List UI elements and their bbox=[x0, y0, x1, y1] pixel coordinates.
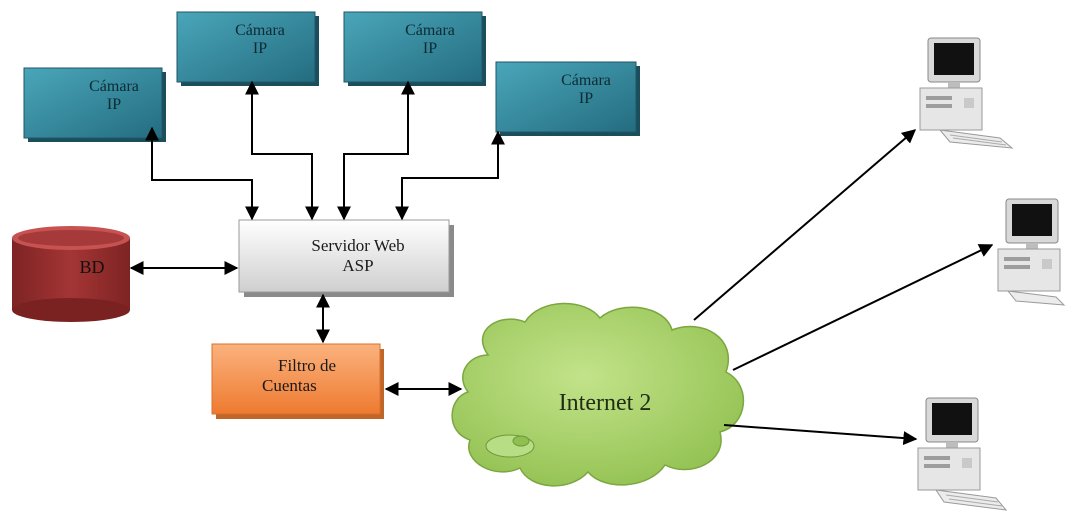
arrow-camera3-server bbox=[337, 80, 415, 221]
camera-1-label: Cámara IP bbox=[74, 78, 154, 115]
camera-4-label: Cámara IP bbox=[546, 72, 626, 109]
computer-icon bbox=[997, 198, 1066, 306]
arrow-camera1-server bbox=[145, 126, 259, 221]
database-cylinder bbox=[12, 226, 130, 322]
camera-3-label-line2: IP bbox=[422, 40, 438, 58]
camera-4 bbox=[495, 61, 640, 136]
camera-1 bbox=[23, 67, 166, 142]
camera-3-label-line1: Cámara bbox=[405, 22, 455, 39]
camera-3-label: Cámara IP bbox=[390, 22, 470, 59]
arrow-internet-computer-1 bbox=[693, 129, 917, 321]
arrow-camera2-server bbox=[245, 80, 319, 221]
camera-2-label-line1: Cámara bbox=[235, 22, 285, 39]
camera-2 bbox=[176, 11, 319, 86]
camera-2-label: Cámara IP bbox=[220, 22, 300, 59]
camera-4-label-line2: IP bbox=[578, 90, 594, 108]
filter-label-line2: Cuentas bbox=[262, 375, 317, 395]
server-label-line1: Servidor Web bbox=[311, 236, 405, 255]
camera-1-label-line2: IP bbox=[106, 96, 122, 114]
camera-4-label-line1: Cámara bbox=[561, 72, 611, 89]
filter-box bbox=[211, 343, 384, 419]
database-label: BD bbox=[79, 257, 105, 277]
arrow-internet-computer-3 bbox=[723, 424, 918, 446]
server-label-line2: ASP bbox=[342, 255, 374, 275]
arrow-internet-computer-2 bbox=[732, 244, 994, 371]
computer-icon bbox=[919, 37, 1014, 149]
computer-icon bbox=[917, 397, 1008, 511]
server-box bbox=[238, 219, 454, 297]
camera-3 bbox=[343, 11, 486, 86]
camera-1-label-line1: Cámara bbox=[89, 78, 139, 95]
camera-2-label-line2: IP bbox=[252, 40, 268, 58]
server-label: Servidor Web ASP bbox=[296, 236, 420, 275]
internet-label: Internet 2 bbox=[558, 390, 652, 416]
internet-cloud bbox=[451, 302, 744, 487]
filter-label: Filtro de Cuentas bbox=[262, 356, 372, 395]
arrow-camera4-server bbox=[395, 130, 505, 221]
filter-label-line1: Filtro de bbox=[278, 356, 337, 375]
